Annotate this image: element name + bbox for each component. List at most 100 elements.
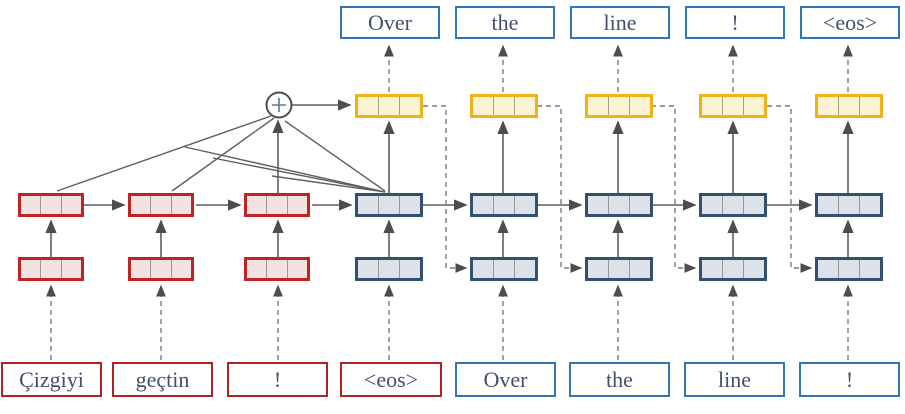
state-cell <box>286 260 307 278</box>
state-cell <box>150 260 170 278</box>
state-cell <box>493 260 514 278</box>
attention-vector-4 <box>699 94 767 118</box>
state-cell <box>399 196 420 214</box>
state-cell <box>40 260 60 278</box>
output-word-label: Over <box>368 9 412 35</box>
output-word-2: the <box>455 6 555 39</box>
state-cell <box>722 260 743 278</box>
target-input-word-4: ! <box>799 362 900 397</box>
state-cell <box>702 260 722 278</box>
state-cell <box>60 196 81 214</box>
state-cell <box>859 97 880 115</box>
attention-fan-lines <box>56 115 386 193</box>
encoder-hidden-state-2 <box>128 193 194 217</box>
target-input-word-3: line <box>684 362 785 397</box>
target-input-word-label: the <box>606 366 633 392</box>
state-cell <box>818 196 838 214</box>
state-cell <box>60 260 81 278</box>
state-cell <box>859 260 880 278</box>
state-cell <box>358 196 378 214</box>
state-cell <box>608 260 629 278</box>
decoder-hidden-state-4 <box>699 193 767 217</box>
state-cell <box>702 97 722 115</box>
state-cell <box>131 196 150 214</box>
state-cell <box>818 260 838 278</box>
state-cell <box>838 196 859 214</box>
state-cell <box>473 97 493 115</box>
state-cell <box>40 196 60 214</box>
target-input-word-label: ! <box>845 366 854 392</box>
state-cell <box>588 97 608 115</box>
state-cell <box>358 97 378 115</box>
attention-vector-5 <box>815 94 883 118</box>
state-cell <box>514 260 535 278</box>
state-cell <box>21 196 40 214</box>
decoder-hidden-state-2 <box>470 193 538 217</box>
attention-vector-2 <box>470 94 538 118</box>
state-cell <box>493 97 514 115</box>
sum-node <box>265 91 293 119</box>
state-cell <box>473 196 493 214</box>
output-word-3: line <box>570 6 670 39</box>
state-cell <box>399 260 420 278</box>
state-cell <box>722 97 743 115</box>
state-cell <box>378 260 399 278</box>
state-cell <box>629 196 650 214</box>
target-input-word-label: line <box>718 366 751 392</box>
state-cell <box>247 196 266 214</box>
output-word-label: ! <box>731 9 739 35</box>
source-word-3: ! <box>227 362 328 397</box>
state-cell <box>514 196 535 214</box>
attention-to-output-arrows <box>384 44 853 92</box>
output-word-label: the <box>491 9 519 35</box>
state-cell <box>743 97 764 115</box>
output-word-label: <eos> <box>822 9 878 35</box>
decoder-hidden-state-5 <box>815 193 883 217</box>
state-cell <box>150 196 170 214</box>
state-cell <box>131 260 150 278</box>
source-word-label: geçtin <box>135 366 190 392</box>
target-input-word-label: Over <box>483 366 528 392</box>
state-cell <box>608 97 629 115</box>
state-cell <box>286 196 307 214</box>
state-cell <box>588 196 608 214</box>
state-cell <box>588 260 608 278</box>
state-cell <box>170 260 191 278</box>
state-cell <box>743 260 764 278</box>
decoder-embedding-3 <box>585 257 653 281</box>
state-cell <box>608 196 629 214</box>
encoder-embedding-1 <box>18 257 84 281</box>
state-cell <box>247 260 266 278</box>
state-cell <box>722 196 743 214</box>
state-cell <box>21 260 40 278</box>
output-word-1: Over <box>340 6 440 39</box>
state-cell <box>358 260 378 278</box>
source-word-2: geçtin <box>112 362 213 397</box>
state-cell <box>266 196 286 214</box>
decoder-hidden-state-1 <box>355 193 423 217</box>
state-cell <box>399 97 420 115</box>
hidden-to-attention-arrows <box>383 120 854 193</box>
attention-vector-3 <box>585 94 653 118</box>
state-cell <box>473 260 493 278</box>
target-input-word-1: Over <box>455 362 556 397</box>
word-to-embedding-arrows <box>46 284 853 360</box>
source-word-label: ! <box>273 366 282 392</box>
source-word-1: Çizgiyi <box>1 362 102 397</box>
state-cell <box>378 196 399 214</box>
state-cell <box>629 260 650 278</box>
embedding-to-hidden-arrows <box>45 219 854 257</box>
decoder-embedding-1 <box>355 257 423 281</box>
attention-vector-1 <box>355 94 423 118</box>
state-cell <box>170 196 191 214</box>
prediction-feedback-paths <box>423 105 813 273</box>
decoder-embedding-5 <box>815 257 883 281</box>
state-cell <box>838 97 859 115</box>
decoder-embedding-4 <box>699 257 767 281</box>
state-cell <box>743 196 764 214</box>
decoder-hidden-state-3 <box>585 193 653 217</box>
state-cell <box>702 196 722 214</box>
state-cell <box>493 196 514 214</box>
state-cell <box>266 260 286 278</box>
